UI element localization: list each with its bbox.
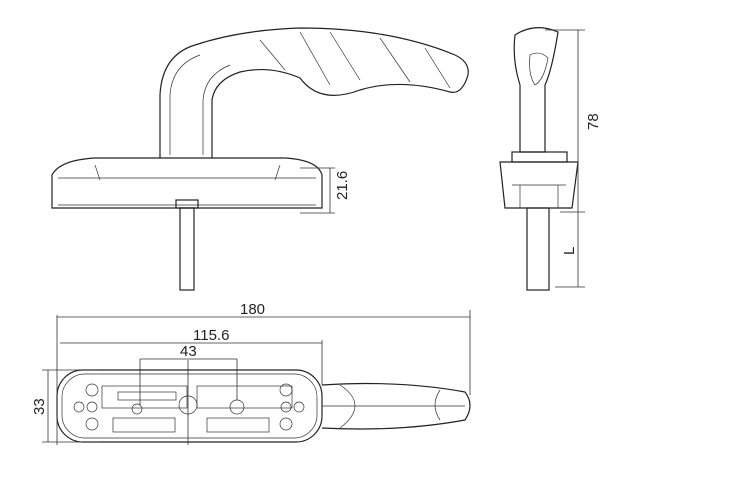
dim-total-height: 78 xyxy=(585,113,602,130)
side-view: 78 L xyxy=(499,27,602,291)
dim-total-length: 180 xyxy=(240,301,265,318)
dim-base-length: 115.6 xyxy=(193,327,229,344)
dim-base-height: 21.6 xyxy=(334,171,351,200)
dim-spindle-length: L xyxy=(561,247,578,255)
dim-hole-spacing: 43 xyxy=(180,343,197,360)
top-view: 180 115.6 43 33 xyxy=(31,301,471,445)
dim-base-width: 33 xyxy=(31,398,48,415)
front-view: 21.6 xyxy=(51,27,469,291)
